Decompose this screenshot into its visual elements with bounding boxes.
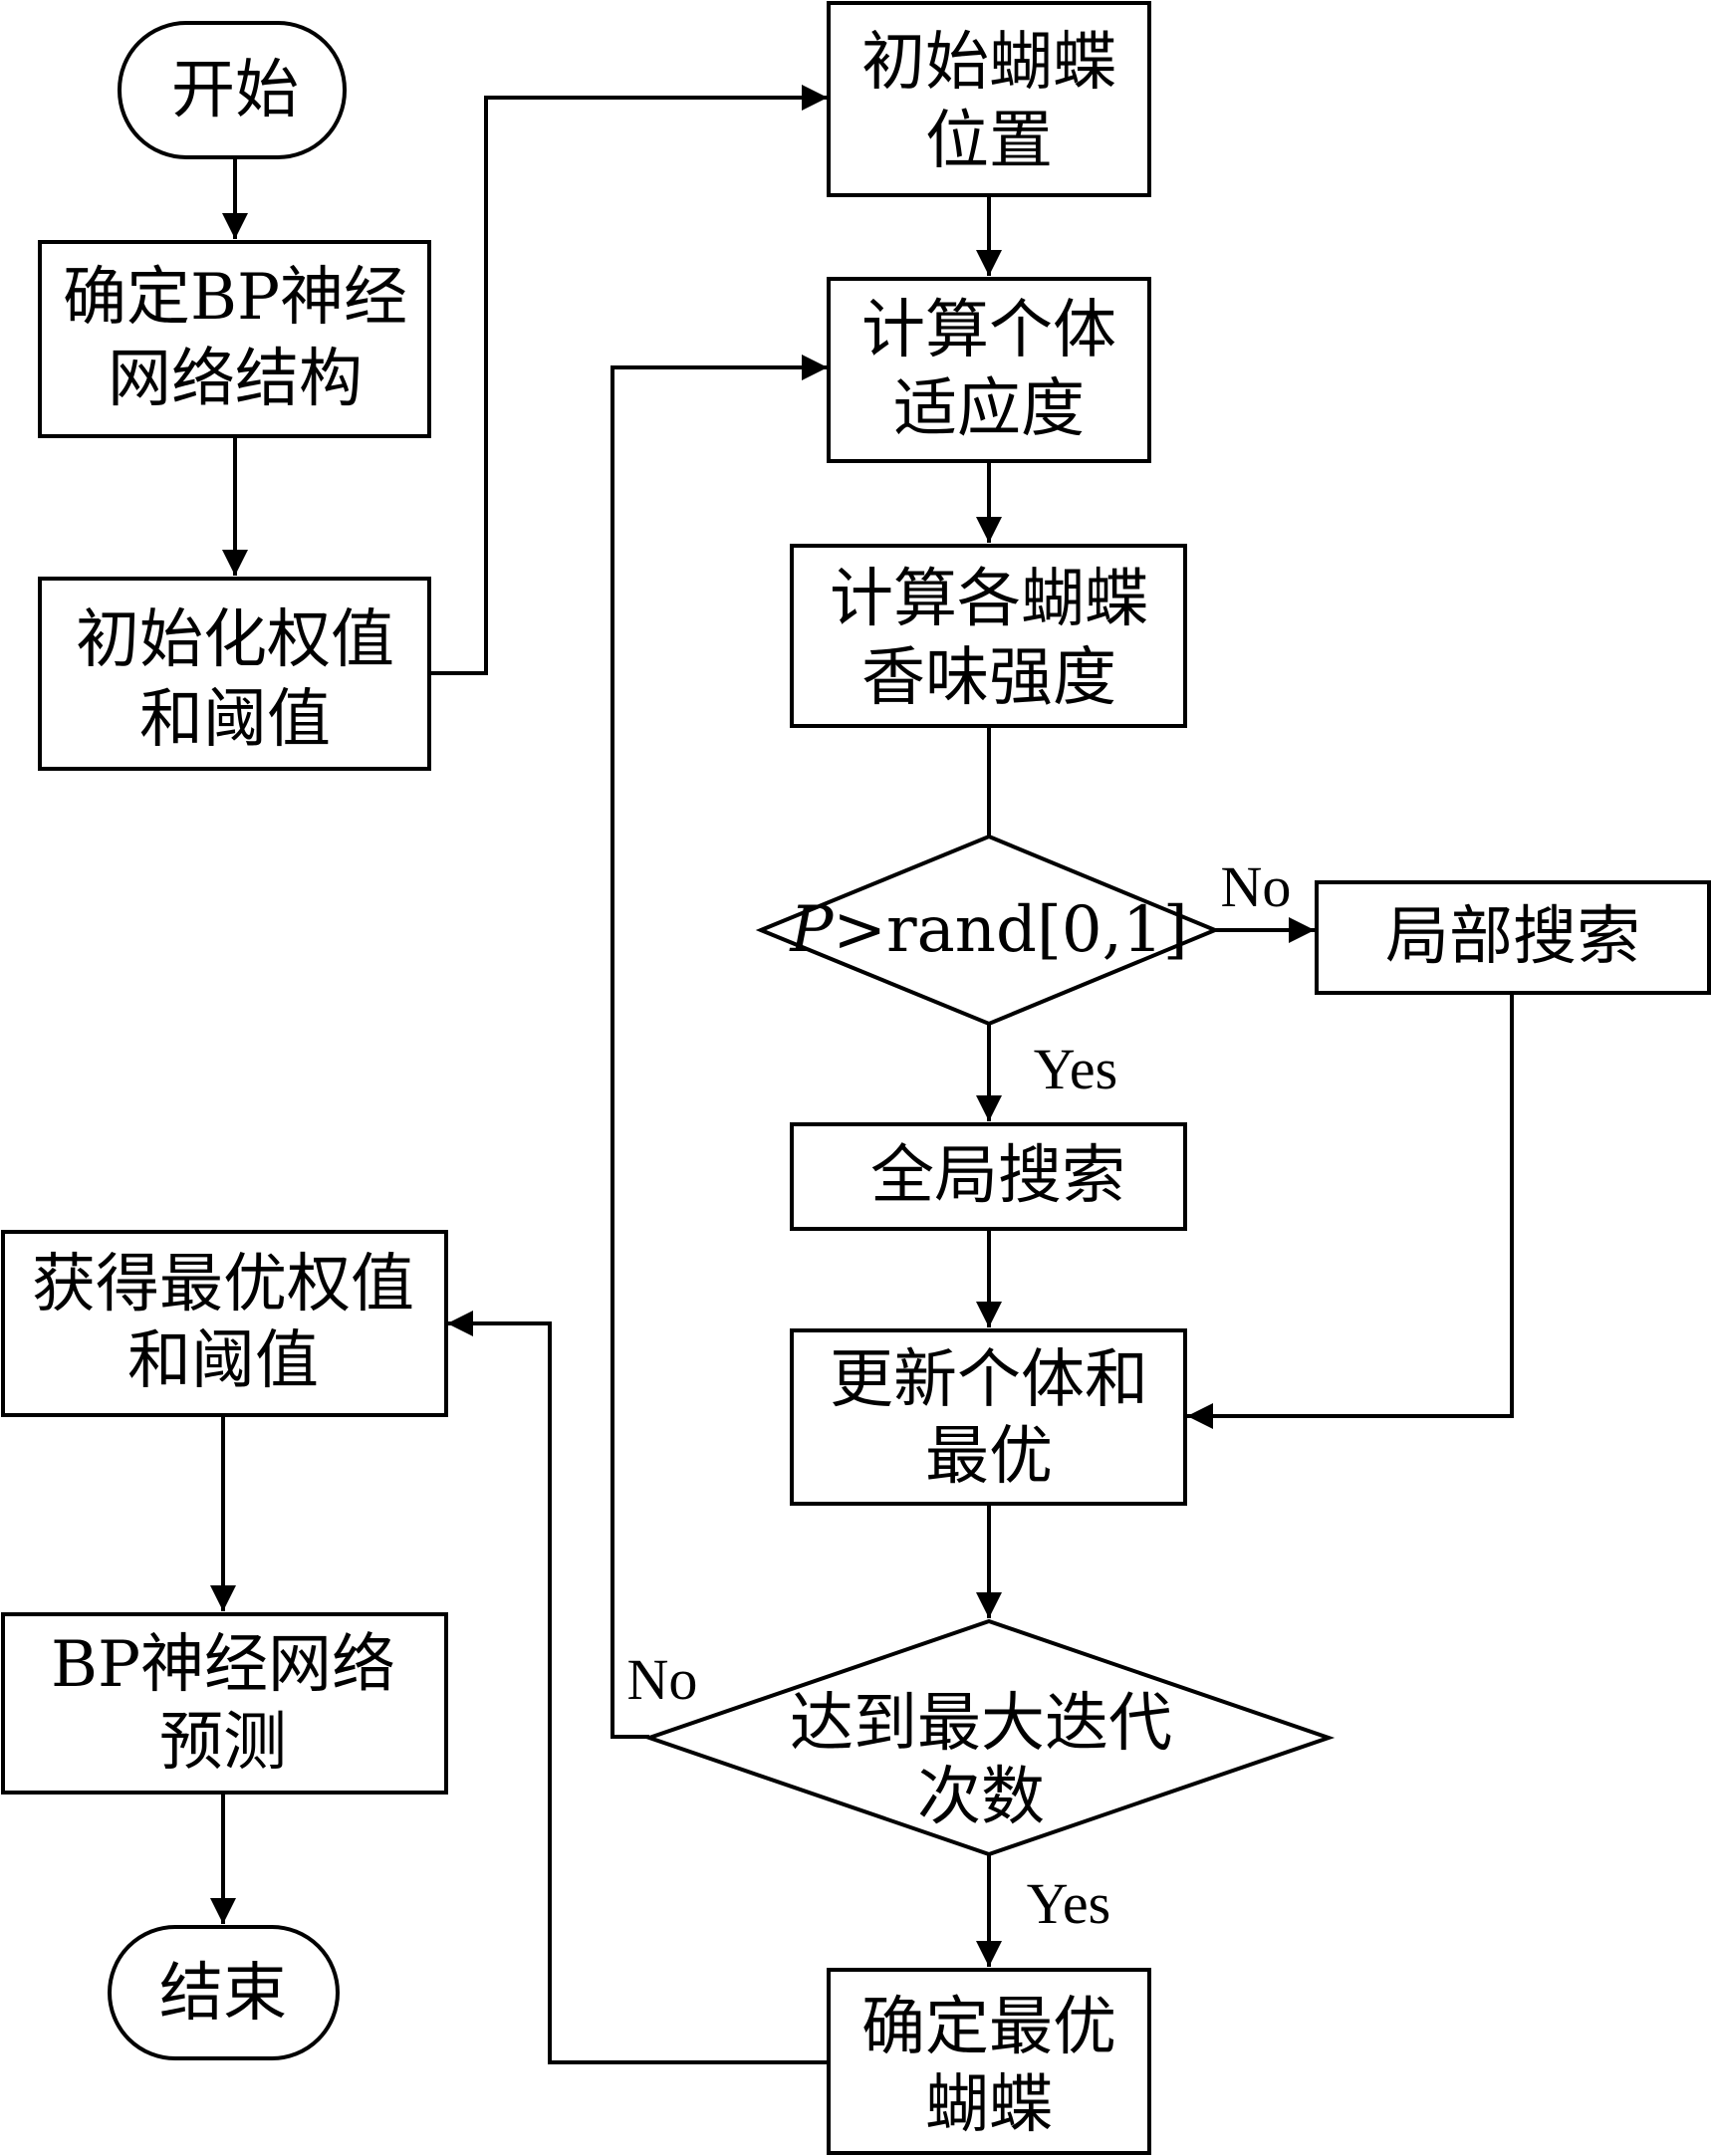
decision-condition-text: >rand[0,1] — [833, 893, 1187, 967]
calc-fitness-box — [827, 277, 1151, 463]
best-weights-label-line1: 获得最优权值 — [32, 1248, 414, 1321]
edge-local-search-to-update — [1187, 993, 1514, 1429]
max-iteration-diamond — [642, 1618, 1336, 1857]
determine-bp-label-line2: 网络结构 — [108, 343, 363, 416]
init-weights-box — [38, 577, 431, 771]
calc-fitness-label-line1: 计算个体 — [861, 294, 1116, 367]
best-weights-box — [1, 1230, 448, 1417]
random-decision-label: P>rand[0,1] — [789, 893, 1187, 967]
edge-max-iter-to-calc-fitness — [611, 355, 828, 1739]
update-box — [790, 1328, 1187, 1506]
init-weights-label-line2: 和阈值 — [139, 683, 331, 757]
edge-best-butterfly-to-best-weights — [447, 1311, 828, 2064]
calc-fitness-label-line2: 适应度 — [893, 372, 1085, 446]
end-label: 结束 — [159, 1957, 287, 2031]
edges — [210, 85, 1514, 2064]
calc-scent-label-line1: 计算各蝴蝶 — [830, 563, 1148, 636]
decision-p-symbol: P — [789, 893, 834, 967]
random-decision-diamond — [755, 834, 1221, 1027]
edge-labels: No Yes No Yes — [627, 854, 1292, 1936]
decision-yes-label: Yes — [1034, 1037, 1117, 1101]
best-butterfly-box — [827, 1968, 1151, 2155]
determine-bp-label-line1: 确定BP神经 — [63, 261, 407, 335]
best-weights-label-line2: 和阈值 — [127, 1324, 319, 1398]
best-butterfly-label-line1: 确定最优 — [861, 1991, 1116, 2064]
iteration-yes-label: Yes — [1027, 1871, 1110, 1936]
update-label-line1: 更新个体和 — [830, 1343, 1148, 1417]
bp-predict-box — [1, 1612, 448, 1795]
start-terminal — [118, 21, 347, 159]
calc-scent-label-line2: 香味强度 — [861, 641, 1116, 715]
bp-predict-label-line1: BP神经网络 — [51, 1628, 395, 1702]
max-iteration-label-line1: 达到最大迭代 — [790, 1687, 1172, 1761]
best-butterfly-label-line2: 蝴蝶 — [925, 2068, 1053, 2142]
bp-predict-label-line2: 预测 — [159, 1706, 287, 1780]
start-label: 开始 — [171, 54, 299, 127]
init-weights-label-line1: 初始化权值 — [76, 603, 394, 677]
max-iteration-label-line2: 次数 — [917, 1761, 1045, 1834]
global-search-box — [790, 1122, 1187, 1231]
update-label-line2: 最优 — [925, 1420, 1053, 1494]
init-butterfly-box — [827, 1, 1151, 197]
determine-bp-box — [38, 240, 431, 438]
decision-no-label: No — [1221, 854, 1292, 919]
iteration-no-label: No — [627, 1647, 698, 1712]
calc-scent-box — [790, 544, 1187, 728]
edge-init-weights-to-init-butterfly — [429, 85, 828, 675]
local-search-box — [1315, 880, 1711, 995]
init-butterfly-label-line1: 初始蝴蝶 — [861, 26, 1116, 100]
end-terminal — [108, 1925, 340, 2060]
init-butterfly-label-line2: 位置 — [925, 105, 1053, 178]
global-search-label: 全局搜索 — [870, 1139, 1125, 1213]
local-search-label: 局部搜索 — [1385, 900, 1640, 974]
